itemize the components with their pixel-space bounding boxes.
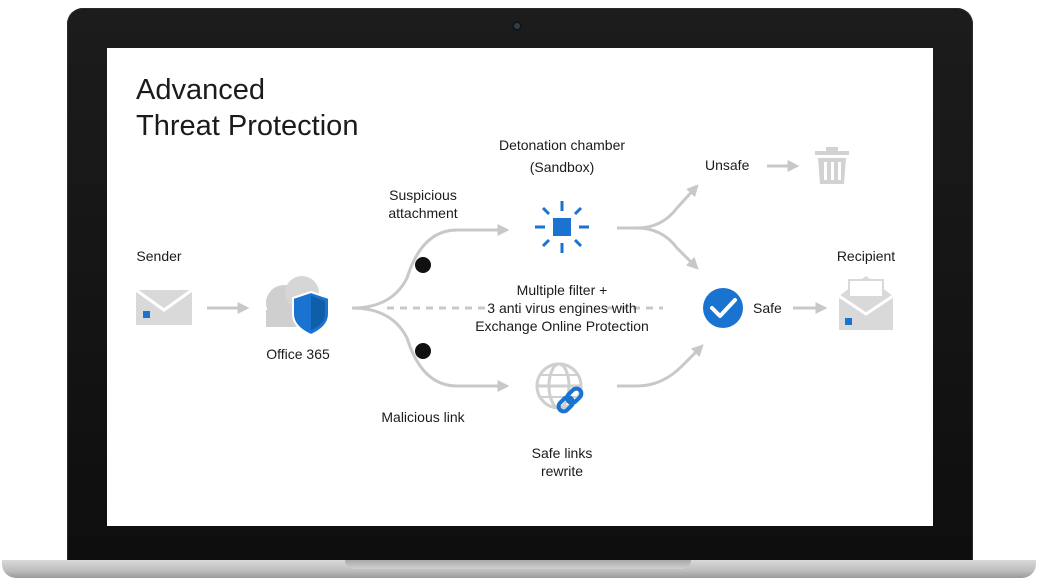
detonation-chamber-label: Detonation chamber (Sandbox): [477, 134, 647, 178]
suspicious-attachment-label: Suspicious attachment: [363, 186, 483, 222]
suspicious-line-2: attachment: [388, 205, 458, 221]
unsafe-label: Unsafe: [705, 157, 750, 173]
webcam: [514, 23, 520, 29]
filter-line-2: 3 anti virus engines with: [487, 300, 637, 316]
suspicious-line-1: Suspicious: [389, 187, 457, 203]
malicious-link-label: Malicious link: [381, 409, 465, 425]
laptop-base-notch: [345, 560, 691, 569]
sandbox-burst-icon: [535, 201, 589, 253]
junction-dot-bottom: [415, 343, 431, 359]
envelope-icon: [135, 288, 193, 325]
office365-label: Office 365: [266, 346, 330, 362]
slide-screen: Advanced Threat Protection: [107, 48, 933, 526]
safelinks-line-1: Safe links: [531, 445, 593, 461]
safe-label: Safe: [753, 300, 782, 316]
detonation-line-1: Detonation chamber: [498, 137, 626, 153]
filter-line-1: Multiple filter +: [516, 282, 608, 298]
slide-title: Advanced Threat Protection: [136, 72, 466, 144]
filter-line-3: Exchange Online Protection: [475, 318, 649, 334]
flow-diagram: [135, 147, 894, 414]
globe-link-icon: [535, 362, 584, 414]
branch-lines: [351, 160, 828, 392]
safe-links-rewrite-label: Safe links rewrite: [507, 444, 617, 480]
checkmark-circle-icon: [703, 288, 743, 328]
safelinks-line-2: rewrite: [540, 463, 583, 479]
title-line-2: Threat Protection: [136, 110, 359, 142]
cloud-shield-icon: [266, 276, 330, 337]
sender-label: Sender: [136, 248, 182, 264]
detonation-line-2: (Sandbox): [529, 159, 595, 175]
open-envelope-icon: [838, 276, 894, 330]
trash-icon: [815, 147, 849, 184]
junction-dot-top: [415, 257, 431, 273]
recipient-label: Recipient: [836, 248, 896, 264]
title-line-1: Advanced: [136, 74, 265, 106]
filter-label: Multiple filter + 3 anti virus engines w…: [462, 281, 662, 335]
laptop-base: [2, 560, 1036, 578]
